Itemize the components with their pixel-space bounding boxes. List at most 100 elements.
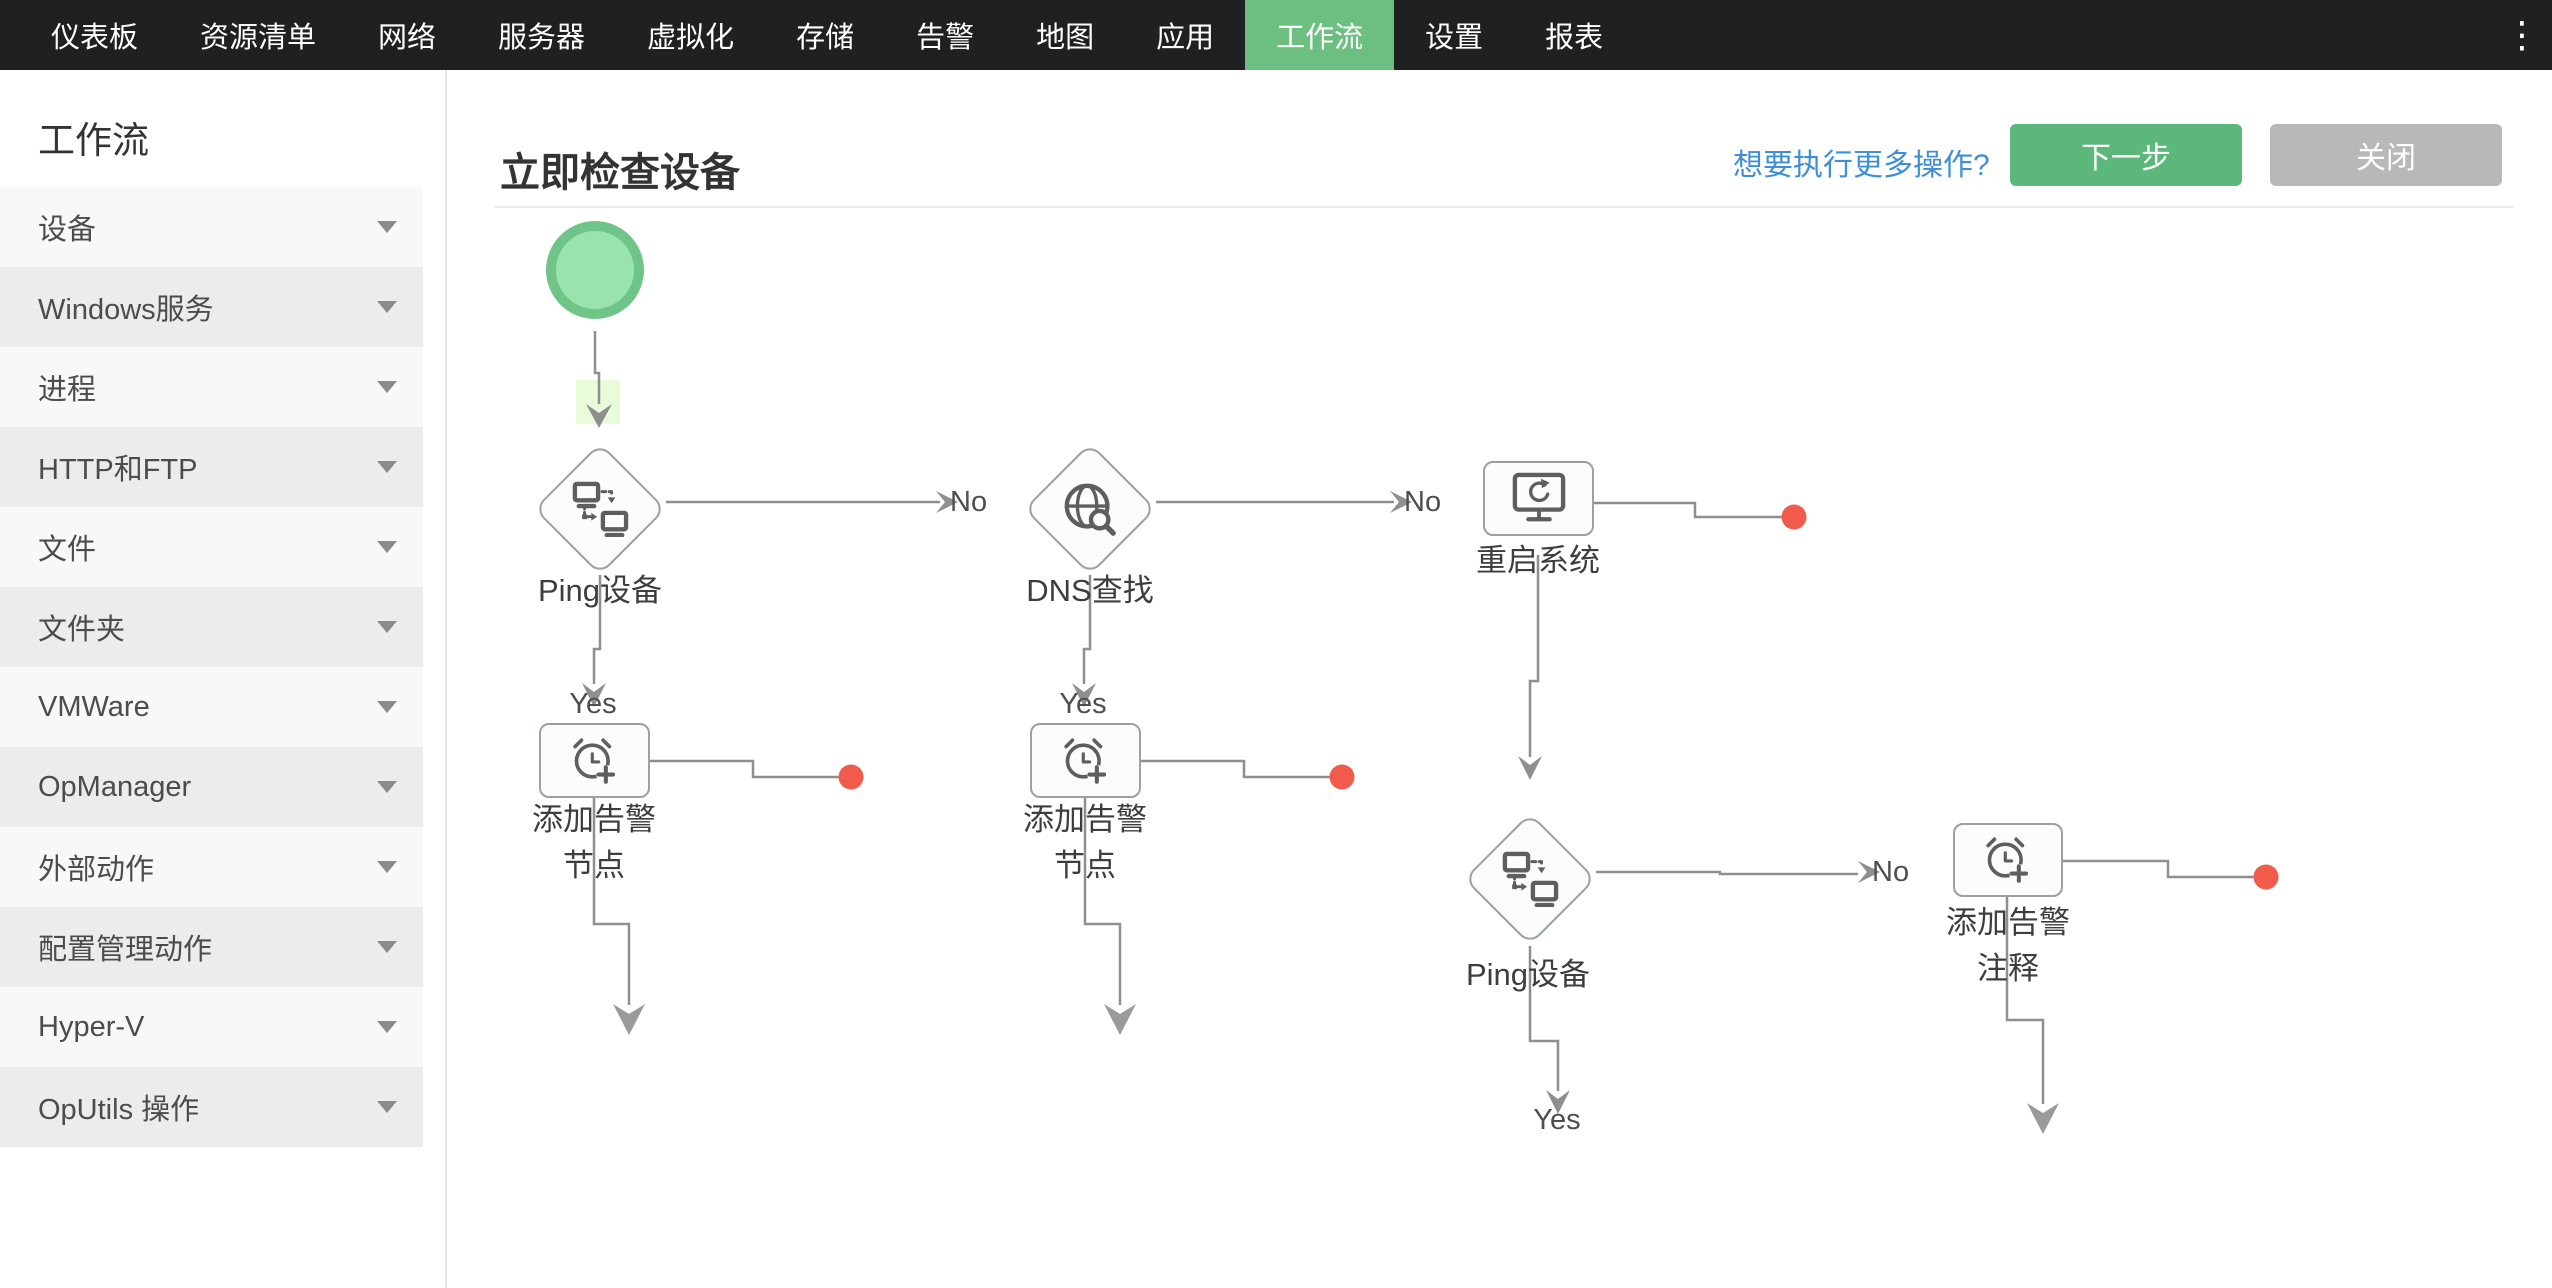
node-restart-system[interactable] (1483, 461, 1594, 536)
chevron-down-icon (377, 541, 397, 553)
arrowhead-down-icon (2027, 1103, 2059, 1134)
sidebar-item-windows-services[interactable]: Windows服务 (0, 267, 423, 347)
next-button[interactable]: 下一步 (2010, 124, 2242, 186)
sidebar-item-label: VMWare (38, 690, 150, 723)
arrowheads (582, 404, 2059, 1134)
arrowhead-down-icon (1104, 1004, 1136, 1035)
chevron-down-icon (377, 301, 397, 313)
sidebar-item-label: 文件 (38, 534, 97, 566)
start-node[interactable] (546, 221, 644, 319)
nav-item-virtualization[interactable]: 虚拟化 (647, 22, 735, 54)
restart-system-icon (1512, 472, 1566, 526)
nav-item-maps[interactable]: 地图 (1036, 22, 1095, 54)
sidebar-item-vmware[interactable]: VMWare (0, 667, 423, 747)
sidebar-item-label: 配置管理动作 (38, 934, 213, 966)
arrowhead-down-icon (613, 1004, 645, 1035)
sidebar-item-device[interactable]: 设备 (0, 187, 423, 267)
header-divider (495, 206, 2513, 208)
sidebar-item-http-ftp[interactable]: HTTP和FTP (0, 427, 423, 507)
sidebar-item-hyper-v[interactable]: Hyper-V (0, 987, 423, 1067)
sidebar-item-process[interactable]: 进程 (0, 347, 423, 427)
sidebar-category-list: 设备 Windows服务 进程 HTTP和FTP 文件 文件夹 VMWare (0, 187, 423, 1147)
ping-device-icon (555, 464, 645, 554)
chevron-down-icon (377, 941, 397, 953)
chevron-down-icon (377, 701, 397, 713)
node-ping-device-1[interactable] (533, 442, 667, 576)
sidebar-item-label: OpUtils 操作 (38, 1094, 200, 1126)
chevron-down-icon (377, 221, 397, 233)
node-add-alarm-note-2[interactable] (1030, 723, 1141, 798)
node-label-ping2: Ping设备 (1465, 957, 1591, 992)
sidebar-item-file[interactable]: 文件 (0, 507, 423, 587)
node-dns-lookup[interactable] (1023, 442, 1157, 576)
sidebar-item-opmanager[interactable]: OpManager (0, 747, 423, 827)
edge-label-yes: Yes (569, 688, 617, 720)
add-alarm-icon (1980, 833, 2036, 887)
top-navbar: 仪表板 资源清单 网络 服务器 虚拟化 存储 告警 地图 应用 工作流 设置 报… (0, 0, 2552, 70)
sidebar-item-label: Hyper-V (38, 1010, 145, 1043)
node-add-alarm-comment[interactable] (1953, 823, 2063, 897)
nav-item-reports[interactable]: 报表 (1545, 22, 1604, 54)
arrowhead-down-icon (1518, 756, 1542, 780)
endpoint-dot (2253, 864, 2279, 890)
sidebar-item-label: 外部动作 (38, 854, 155, 886)
node-label-alarm-comment: 添加告警 注释 (1946, 905, 2070, 986)
node-label-alarm-note2: 添加告警 节点 (1023, 802, 1147, 883)
endpoint-dot (1781, 504, 1807, 530)
nav-item-network[interactable]: 网络 (378, 22, 437, 54)
nav-item-apps[interactable]: 应用 (1156, 22, 1215, 54)
sidebar-item-external-actions[interactable]: 外部动作 (0, 827, 423, 907)
sidebar-item-label: OpManager (38, 770, 192, 803)
sidebar-item-oputils-ops[interactable]: OpUtils 操作 (0, 1067, 423, 1147)
chevron-down-icon (377, 781, 397, 793)
close-button[interactable]: 关闭 (2270, 124, 2502, 186)
dns-lookup-icon (1045, 464, 1135, 554)
chevron-down-icon (377, 1021, 397, 1033)
edge-label-yes: Yes (1533, 1104, 1581, 1136)
node-label-alarm-note1: 添加告警 节点 (532, 802, 656, 883)
sidebar-item-label: 进程 (38, 374, 97, 406)
add-alarm-icon (567, 734, 623, 788)
nav-item-inventory[interactable]: 资源清单 (200, 22, 317, 54)
add-alarm-icon (1058, 734, 1114, 788)
node-ping-device-2[interactable] (1463, 812, 1597, 946)
nav-item-workflow[interactable]: 工作流 (1245, 0, 1395, 70)
ping-device-icon (1485, 834, 1575, 924)
edge-label-no: No (950, 486, 988, 518)
page-title: 立即检查设备 (500, 151, 740, 195)
chevron-down-icon (377, 861, 397, 873)
sidebar-item-label: HTTP和FTP (38, 454, 198, 486)
node-label-dns: DNS查找 (1026, 573, 1154, 608)
more-actions-link[interactable]: 想要执行更多操作? (1733, 149, 1990, 182)
sidebar-item-label: 文件夹 (38, 614, 126, 646)
edge-restart-to-ping2 (1528, 555, 1540, 757)
edge-ping2-no (1596, 870, 1858, 876)
chevron-down-icon (377, 621, 397, 633)
nav-item-servers[interactable]: 服务器 (498, 22, 586, 54)
edge-restart-out (1594, 501, 1783, 519)
chevron-down-icon (377, 381, 397, 393)
endpoint-dot (1329, 764, 1355, 790)
sidebar-item-folder[interactable]: 文件夹 (0, 587, 423, 667)
edge-label-no: No (1872, 856, 1910, 888)
chevron-down-icon (377, 461, 397, 473)
node-add-alarm-note-1[interactable] (539, 723, 650, 798)
node-label-ping1: Ping设备 (537, 573, 663, 608)
sidebar-item-label: 设备 (38, 214, 97, 246)
edge-alarmcomment-out (2063, 859, 2255, 879)
nav-item-storage[interactable]: 存储 (796, 22, 855, 54)
sidebar-item-config-mgmt-actions[interactable]: 配置管理动作 (0, 907, 423, 987)
node-label-restart: 重启系统 (1476, 543, 1600, 578)
edge-label-yes: Yes (1059, 688, 1107, 720)
nav-item-alarms[interactable]: 告警 (916, 22, 975, 54)
nav-item-dashboard[interactable]: 仪表板 (51, 22, 139, 54)
nav-item-settings[interactable]: 设置 (1425, 22, 1484, 54)
drop-highlight (576, 380, 620, 424)
workflow-sidebar: 工作流 设备 Windows服务 进程 HTTP和FTP 文件 文件夹 VMWa… (0, 70, 447, 1288)
sidebar-title: 工作流 (38, 120, 149, 161)
endpoint-dot (838, 764, 864, 790)
overflow-menu-icon[interactable]: ⋮ (2504, 14, 2540, 55)
edge-alarmnote1-out (650, 759, 840, 779)
edge-label-no: No (1404, 486, 1442, 518)
sidebar-item-label: Windows服务 (38, 294, 214, 326)
